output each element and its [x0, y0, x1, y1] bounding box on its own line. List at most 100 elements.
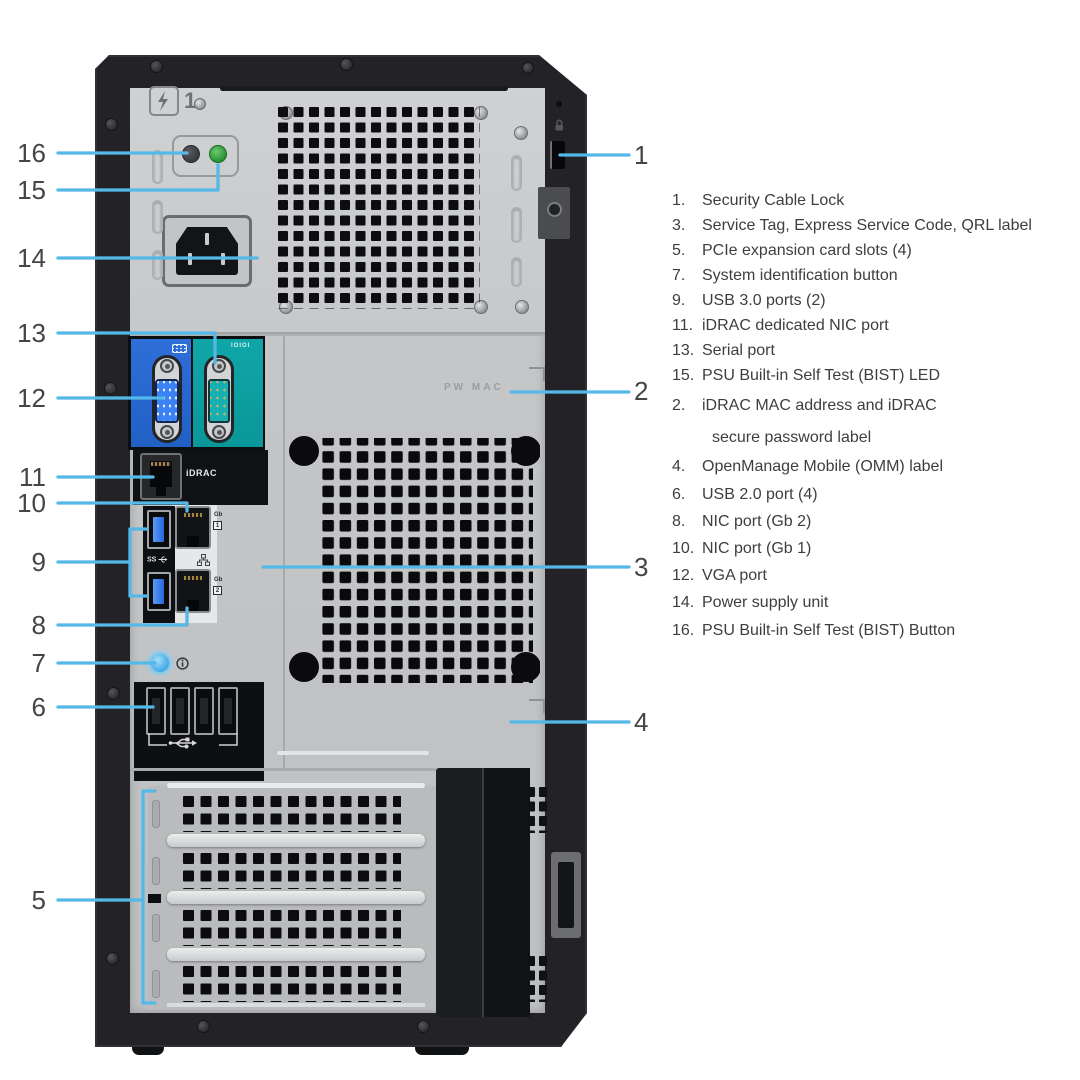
slot-divider — [167, 948, 425, 961]
screw — [150, 60, 163, 73]
callout-number-5: 5 — [31, 885, 46, 915]
padlock-icon — [555, 119, 563, 131]
callout-number-15: 15 — [17, 175, 46, 205]
legend-item-number: 16. — [672, 622, 695, 639]
legend-item-number: 13. — [672, 342, 695, 359]
callout-number-14: 14 — [17, 243, 46, 273]
legend-item-text: PSU Built-in Self Test (BIST) Button — [702, 622, 956, 639]
slot-seam — [167, 783, 425, 788]
screw — [106, 952, 119, 965]
screw — [197, 1020, 210, 1033]
emboss-slot — [511, 257, 522, 287]
legend-item-text: Service Tag, Express Service Code, QRL l… — [702, 217, 1032, 234]
slot-notch — [148, 894, 161, 903]
legend-item: 3. Service Tag, Express Service Code, QRL… — [672, 213, 1032, 238]
screw — [107, 687, 120, 700]
legend-item-text: iDRAC MAC address and iDRAC — [702, 397, 937, 414]
legend-item: 4.OpenManage Mobile (OMM) label — [672, 454, 943, 479]
legend-item-number: 5. — [672, 242, 686, 259]
legend-item: 10.NIC port (Gb 1) — [672, 536, 811, 561]
legend-item-number: 14. — [672, 594, 695, 611]
legend-item: 9.USB 3.0 ports (2) — [672, 288, 826, 313]
callout-number-8: 8 — [31, 610, 46, 640]
legend-item-text: Security Cable Lock — [702, 192, 845, 209]
legend-item-number: 3. — [672, 217, 686, 234]
legend-item-number: 6. — [672, 486, 686, 503]
legend-item-text: NIC port (Gb 2) — [702, 513, 812, 530]
bist-outline — [172, 135, 239, 177]
legend-item-number: 4. — [672, 458, 686, 475]
legend-item-number: 12. — [672, 567, 695, 584]
legend-item: 14. Power supply unit — [672, 590, 828, 615]
legend-item: 8. NIC port (Gb 2) — [672, 509, 811, 534]
legend-item: 13. Serial port — [672, 338, 775, 363]
usb-trident-icon — [168, 737, 197, 749]
rear-latch-handle — [558, 862, 574, 928]
callout-number-4: 4 — [634, 707, 649, 737]
usb3-tongue — [153, 579, 164, 604]
psu-number-label: 1 — [184, 88, 197, 113]
info-icon — [176, 657, 189, 670]
slot-divider — [167, 834, 425, 847]
psu-bist-led — [209, 145, 227, 163]
pcie-slot-cover — [183, 796, 401, 832]
lightning-icon — [158, 91, 168, 111]
label-corner-mark — [529, 699, 545, 713]
usb2-port — [194, 687, 214, 735]
rj45-notch — [187, 600, 199, 611]
nic1-gb-label: Gb — [214, 512, 223, 518]
callout-number-1: 1 — [634, 140, 649, 170]
legend-item: 1.Security Cable Lock — [672, 188, 844, 213]
legend-item-number: 9. — [672, 292, 686, 309]
usb-bracket — [148, 733, 238, 746]
inlet-pin — [205, 233, 209, 245]
callout-line-8 — [56, 606, 189, 627]
legend-item: 11.iDRAC dedicated NIC port — [672, 313, 889, 338]
screw — [514, 126, 528, 140]
slot-tab — [152, 914, 160, 942]
legend-item-text: Power supply unit — [702, 594, 829, 611]
rj45-pins — [184, 513, 202, 517]
legend-item: 12.VGA port — [672, 563, 767, 588]
legend-item-text: USB 2.0 port (4) — [702, 486, 818, 503]
screw — [105, 118, 118, 131]
emboss-slot — [511, 207, 522, 243]
legend-item: 5. PCIe expansion card slots (4) — [672, 238, 912, 263]
callout-number-7: 7 — [31, 648, 46, 678]
legend-item-text: System identification button — [702, 267, 898, 284]
emboss-slot — [152, 150, 163, 184]
usb3-port-1 — [147, 510, 171, 549]
legend-item-text: PCIe expansion card slots (4) — [702, 242, 912, 259]
idrac-label: iDRAC — [186, 468, 217, 478]
psu-warning-badge — [149, 86, 179, 116]
fan-grille — [289, 436, 540, 683]
serial-port — [208, 379, 230, 423]
usb2-port — [218, 687, 238, 735]
legend-item-text: Serial port — [702, 342, 775, 359]
vga-port — [155, 379, 179, 423]
pcie-slot-cover — [183, 966, 401, 1002]
usb2-tongue — [200, 698, 208, 724]
legend-item-number: 7. — [672, 267, 686, 284]
legend-item-number: 8. — [672, 513, 686, 530]
label-corner-mark — [529, 367, 545, 381]
legend-item-text: PSU Built-in Self Test (BIST) LED — [702, 367, 940, 384]
callout-line-9 — [56, 527, 149, 598]
nic1-number-label: 1 — [213, 521, 222, 530]
callout-number-12: 12 — [17, 383, 46, 413]
emboss-slot — [152, 250, 163, 280]
callout-line-13 — [56, 331, 217, 365]
emboss-slot — [511, 155, 522, 191]
psu-vent-grid — [278, 107, 480, 309]
callout-number-6: 6 — [31, 692, 46, 722]
serial-port-icon: IOIOI — [231, 343, 251, 349]
legend-item-number: 2. — [672, 397, 686, 414]
legend-item-text: iDRAC dedicated NIC port — [702, 317, 889, 334]
slot-tab — [152, 970, 160, 998]
pw-mac-label: PW MAC — [444, 382, 504, 393]
panel-vertical-seam — [283, 336, 285, 769]
callout-number-11: 11 — [19, 462, 46, 492]
callout-number-2: 2 — [634, 376, 649, 406]
